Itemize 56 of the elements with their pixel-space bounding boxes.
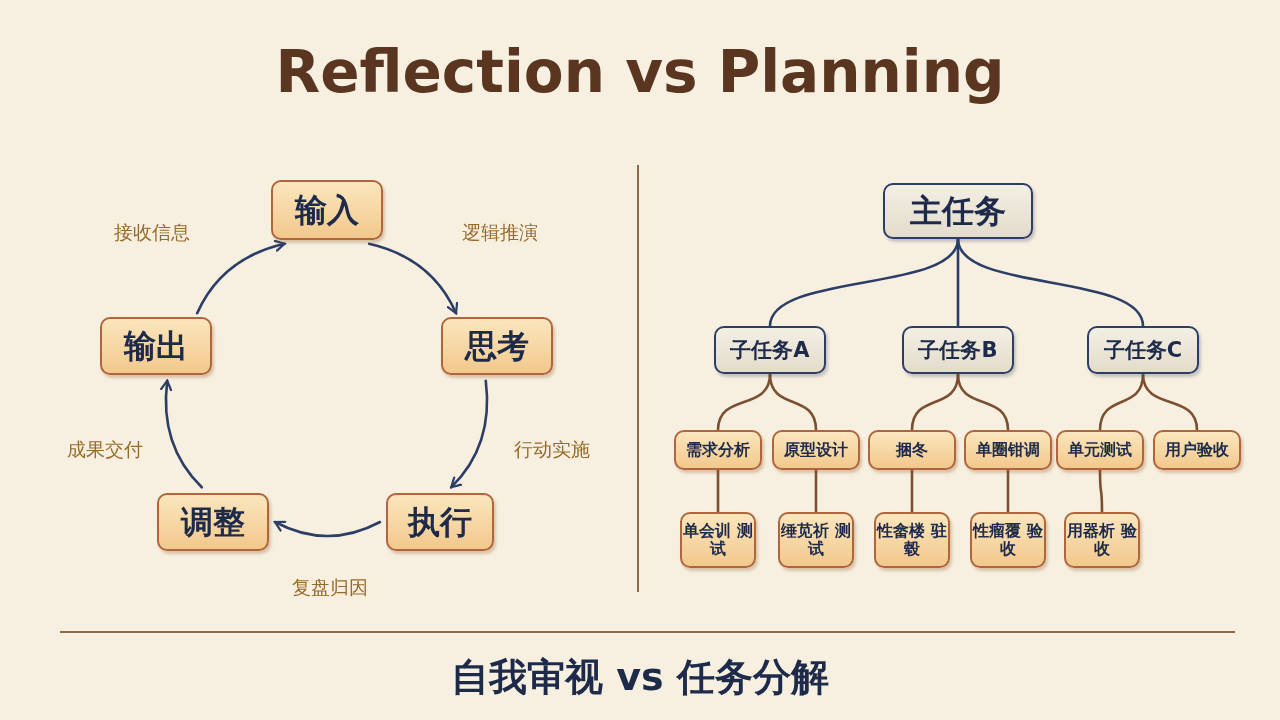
node-label: 用器析 验收 bbox=[1066, 521, 1138, 559]
arrow bbox=[273, 520, 382, 538]
step-box bbox=[100, 317, 212, 375]
node-label: 调整 bbox=[181, 503, 245, 541]
node-label: 缍苋祈 测试 bbox=[780, 521, 852, 559]
node-label: 性瘤覆 验收 bbox=[972, 521, 1044, 559]
connector-line bbox=[814, 468, 818, 514]
title: Reflection vs Planning bbox=[274, 38, 1006, 106]
node-label: 单元测试 bbox=[1068, 440, 1132, 460]
connector-line bbox=[956, 237, 1145, 328]
connector-line bbox=[768, 372, 818, 432]
step-box bbox=[1056, 430, 1144, 470]
step-box bbox=[1064, 512, 1140, 568]
step-box bbox=[680, 512, 756, 568]
node-label: 单会训 测试 bbox=[682, 521, 754, 559]
node-label: 捆冬 bbox=[896, 440, 928, 460]
connector-line bbox=[1098, 468, 1104, 514]
caption: 自我审视 vs 任务分解 bbox=[450, 654, 830, 701]
node-label: 子任务B bbox=[918, 337, 998, 363]
step-box bbox=[868, 430, 956, 470]
step-box bbox=[1153, 430, 1241, 470]
task-box bbox=[902, 326, 1014, 374]
node-label: 用户验收 bbox=[1165, 440, 1229, 460]
step-box bbox=[964, 430, 1052, 470]
step-box bbox=[874, 512, 950, 568]
connector-line bbox=[1006, 468, 1010, 514]
node-label: 需求分析 bbox=[686, 440, 750, 460]
connector-line bbox=[956, 372, 1010, 432]
step-box bbox=[778, 512, 854, 568]
node-label: 性畲楼 驻毂 bbox=[876, 521, 948, 559]
step-box bbox=[970, 512, 1046, 568]
node-label: 输出 bbox=[124, 327, 188, 365]
node-label: 思考 bbox=[465, 327, 529, 365]
task-box bbox=[1087, 326, 1199, 374]
task-box bbox=[714, 326, 826, 374]
arrow bbox=[449, 379, 489, 489]
node-label: 执行 bbox=[408, 503, 472, 541]
step-box bbox=[772, 430, 860, 470]
arrow bbox=[160, 379, 204, 489]
node-label: 单圈钳调 bbox=[976, 440, 1040, 460]
arrow bbox=[367, 242, 458, 315]
arrow bbox=[195, 240, 286, 315]
task-box bbox=[883, 183, 1033, 239]
step-box bbox=[386, 493, 494, 551]
node-label: 输入 bbox=[295, 191, 359, 229]
step-box bbox=[674, 430, 762, 470]
node-label: 子任务C bbox=[1103, 337, 1183, 363]
step-box bbox=[441, 317, 553, 375]
step-box bbox=[157, 493, 269, 551]
step-box bbox=[271, 180, 383, 240]
node-label: 主任务 bbox=[910, 192, 1006, 230]
connector-line bbox=[716, 468, 720, 514]
connector-line bbox=[1141, 372, 1199, 432]
node-label: 子任务A bbox=[730, 337, 810, 363]
connector-line bbox=[910, 468, 914, 514]
node-label: 原型设计 bbox=[784, 440, 848, 460]
